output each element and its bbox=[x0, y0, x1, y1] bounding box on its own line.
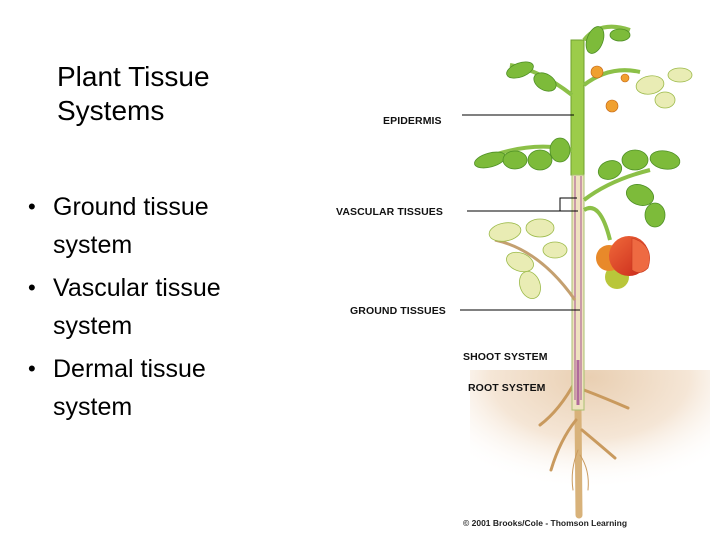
flowers bbox=[590, 65, 630, 113]
bullet-text-line-1: Dermal tissue bbox=[53, 355, 206, 383]
branches bbox=[479, 24, 651, 241]
stem-upper bbox=[570, 39, 585, 176]
bullet-text-line-2: system bbox=[53, 393, 133, 421]
label-shoot-system: SHOOT SYSTEM bbox=[463, 351, 548, 363]
leader-lines bbox=[460, 114, 580, 311]
slide-title: Plant Tissue Systems bbox=[57, 60, 210, 128]
label-root-system: ROOT SYSTEM bbox=[468, 382, 546, 394]
vascular-leader bbox=[467, 197, 577, 212]
label-epidermis: EPIDERMIS bbox=[383, 115, 442, 127]
label-vascular-tissues: VASCULAR TISSUES bbox=[336, 206, 443, 218]
bullet-text-line-2: system bbox=[53, 312, 133, 340]
copyright-credit: © 2001 Brooks/Cole - Thomson Learning bbox=[463, 518, 628, 528]
soil-region bbox=[470, 370, 710, 520]
bullet-item-vascular: • Vascular tissue system bbox=[25, 269, 283, 345]
bullet-dot: • bbox=[28, 356, 36, 381]
label-ground-tissues: GROUND TISSUES bbox=[350, 305, 446, 317]
tomatoes bbox=[596, 236, 650, 289]
bullet-list: • Ground tissue system • Vascular tissue… bbox=[25, 188, 283, 431]
bullet-text-line-1: Vascular tissue bbox=[53, 274, 221, 302]
bullet-item-ground: • Ground tissue system bbox=[25, 188, 283, 264]
root-system bbox=[538, 378, 630, 519]
bullet-item-dermal: • Dermal tissue system bbox=[25, 350, 283, 426]
bullet-dot: • bbox=[28, 275, 36, 300]
leaves bbox=[474, 26, 681, 228]
pale-branch bbox=[494, 238, 577, 301]
title-line-2: Systems bbox=[57, 95, 165, 126]
bullet-text-line-1: Ground tissue bbox=[53, 193, 209, 221]
title-line-1: Plant Tissue bbox=[57, 61, 210, 92]
pale-leaves bbox=[488, 67, 693, 299]
bullet-dot: • bbox=[28, 194, 36, 219]
bullet-text-line-2: system bbox=[53, 231, 133, 259]
